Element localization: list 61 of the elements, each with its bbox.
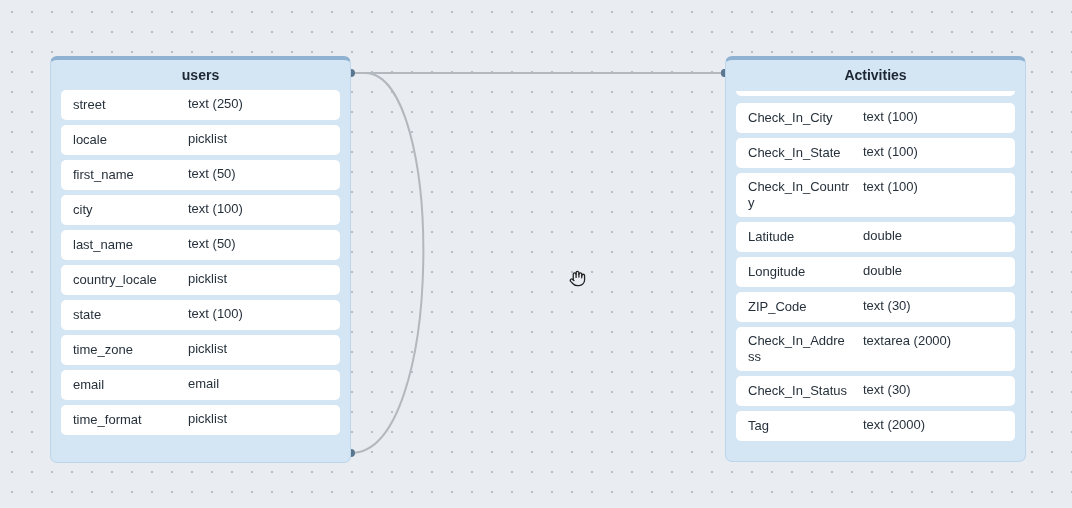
table-title: users <box>180 66 221 85</box>
field-type: double <box>863 263 903 279</box>
field-row <box>736 173 1015 217</box>
field-type: email <box>188 376 220 392</box>
field-type: text (100) <box>188 306 243 322</box>
field-row <box>736 257 1015 287</box>
field-type: text (50) <box>188 236 236 252</box>
field-name: email <box>73 377 106 393</box>
field-type: text (30) <box>863 298 911 314</box>
field-row <box>61 265 340 295</box>
field-row <box>736 411 1015 441</box>
field-row <box>61 300 340 330</box>
field-name: ZIP_Code <box>748 299 808 315</box>
field-type: text (2000) <box>863 417 926 433</box>
field-row <box>61 230 340 260</box>
field-row <box>61 405 340 435</box>
field-name: city <box>73 202 94 218</box>
field-name: Check_In_City <box>748 110 834 126</box>
table-title: Activities <box>843 66 908 85</box>
field-name: time_zone <box>73 342 134 358</box>
field-name: locale <box>73 132 108 148</box>
field-name: time_format <box>73 412 143 428</box>
field-type: picklist <box>188 341 227 357</box>
field-row <box>736 292 1015 322</box>
field-row <box>61 125 340 155</box>
field-name: Latitude <box>748 229 796 245</box>
field-type: picklist <box>188 131 227 147</box>
field-row <box>736 103 1015 133</box>
field-type: textarea (2000) <box>863 333 952 349</box>
field-row <box>61 195 340 225</box>
field-row <box>736 327 1015 371</box>
field-name: last_name <box>73 237 134 253</box>
field-type: text (50) <box>188 166 236 182</box>
field-name: state <box>73 307 103 323</box>
field-type: picklist <box>188 271 227 287</box>
table-card <box>50 56 351 463</box>
field-type: double <box>863 228 903 244</box>
field-row <box>61 90 340 120</box>
field-name: Longitude <box>748 264 807 280</box>
field-row <box>61 370 340 400</box>
field-name: Check_In_State <box>748 145 842 161</box>
field-type: text (100) <box>863 144 918 160</box>
field-name: first_name <box>73 167 135 183</box>
field-name: Check_In_Address <box>748 333 846 365</box>
field-name: Tag <box>748 418 770 434</box>
field-name: street <box>73 97 107 113</box>
field-type: text (250) <box>188 96 243 112</box>
field-row <box>736 222 1015 252</box>
field-name: country_locale <box>73 272 158 288</box>
field-type: text (30) <box>863 382 911 398</box>
field-row <box>61 160 340 190</box>
field-type: text (100) <box>863 179 918 195</box>
field-name: Check_In_Country <box>748 179 851 211</box>
field-row <box>736 376 1015 406</box>
field-name: Check_In_Status <box>748 383 848 399</box>
field-row <box>61 335 340 365</box>
field-type: text (100) <box>188 201 243 217</box>
field-type: picklist <box>188 411 227 427</box>
field-row <box>736 138 1015 168</box>
table-card <box>725 56 1026 462</box>
field-type: text (100) <box>863 109 918 125</box>
